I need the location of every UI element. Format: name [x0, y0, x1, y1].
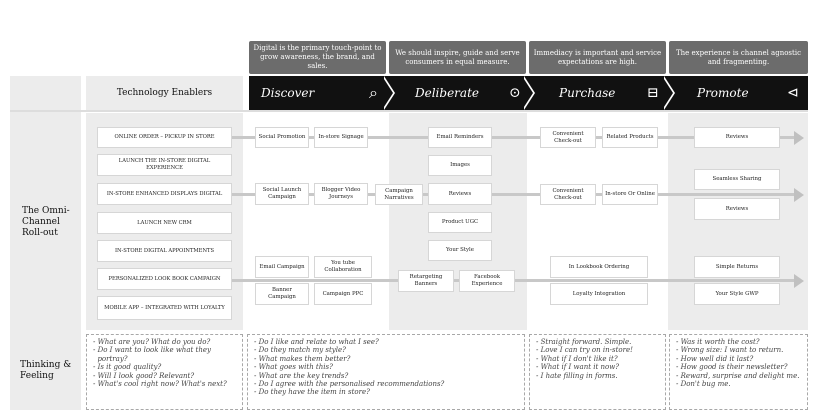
- chevron-separator-purchase-inner: [662, 76, 673, 110]
- touchpoint-box: Simple Returns: [694, 256, 780, 278]
- thinking-feeling-label: Thinking & Feeling: [20, 360, 72, 381]
- stage-purchase[interactable]: Purchase ⊟: [529, 76, 668, 110]
- enabler-item: IN-STORE DIGITAL APPOINTMENTS: [97, 240, 232, 262]
- touchpoint-box: In-store Or Online: [602, 184, 658, 205]
- left-label-column-bg: [10, 76, 81, 410]
- touchpoint-box: Reviews: [694, 198, 780, 220]
- touchpoint-box: Reviews: [428, 183, 492, 205]
- touchpoint-box: Your Style GWP: [694, 283, 780, 305]
- flow-line-row-1: [232, 136, 794, 139]
- thinking-purchase: - Straight forward. Simple. - Love I can…: [529, 334, 666, 410]
- stage-discover[interactable]: Discover ⌕: [249, 76, 388, 110]
- megaphone-icon: ⊲: [787, 85, 799, 101]
- enabler-item: PERSONALIZED LOOK BOOK CAMPAIGN: [97, 268, 232, 290]
- touchpoint-box: Your Style: [428, 240, 492, 261]
- quote-deliberate: We should inspire, guide and serve consu…: [389, 41, 526, 74]
- touchpoint-box: Email Campaign: [255, 256, 309, 278]
- quote-promote: The experience is channel agnostic and f…: [669, 41, 808, 74]
- touchpoint-box: Email Reminders: [428, 127, 492, 148]
- chevron-separator-deliberate-inner: [522, 76, 533, 110]
- stage-discover-label: Discover: [261, 86, 315, 100]
- quote-discover: Digital is the primary touch-point to gr…: [249, 41, 386, 74]
- touchpoint-box: Convenient Check-out: [540, 184, 596, 205]
- touchpoint-box: Reviews: [694, 127, 780, 148]
- chat-bubble-icon: ⊙: [509, 85, 521, 101]
- enabler-item: ONLINE ORDER – PICKUP IN STORE: [97, 127, 232, 148]
- touchpoint-box: Campaign PPC: [314, 283, 372, 305]
- touchpoint-box: Convenient Check-out: [540, 127, 596, 148]
- thinking-discover: - What are you? What do you do? - Do I w…: [86, 334, 243, 410]
- touchpoint-box: You tube Collaboration: [314, 256, 372, 278]
- arrow-row-3: [794, 274, 804, 288]
- enabler-item: LAUNCH THE IN-STORE DIGITAL EXPERIENCE: [97, 154, 232, 176]
- stage-purchase-label: Purchase: [559, 86, 616, 100]
- quote-purchase: Immediacy is important and service expec…: [529, 41, 666, 74]
- touchpoint-box: Seamless Sharing: [694, 169, 780, 190]
- touchpoint-box: Facebook Experience: [459, 270, 515, 292]
- touchpoint-box: In Lookbook Ordering: [550, 256, 648, 278]
- touchpoint-box: Product UGC: [428, 212, 492, 233]
- touchpoint-box: Related Products: [602, 127, 658, 148]
- thinking-deliberate: - Do I like and relate to what I see? - …: [247, 334, 525, 410]
- touchpoint-box: In-store Signage: [314, 127, 368, 148]
- thinking-promote: - Was it worth the cost? - Wrong size: I…: [669, 334, 808, 410]
- enabler-item: IN-STORE ENHANCED DISPLAYS DIGITAL: [97, 183, 232, 205]
- header-row-divider: [10, 110, 808, 112]
- touchpoint-box: Campaign Narratives: [375, 184, 423, 205]
- touchpoint-box: Blogger Video Journeys: [314, 183, 368, 205]
- flow-line-row-2: [232, 193, 794, 196]
- touchpoint-box: Images: [428, 155, 492, 176]
- enabler-item: MOBILE APP – INTEGRATED WITH LOYALTY: [97, 296, 232, 320]
- touchpoint-box: Social Launch Campaign: [255, 183, 309, 205]
- stage-promote-label: Promote: [697, 86, 749, 100]
- touchpoint-box: Social Promotion: [255, 127, 309, 148]
- search-icon: ⌕: [369, 83, 378, 102]
- arrow-row-1: [794, 131, 804, 145]
- technology-enablers-header: Technology Enablers: [86, 76, 243, 110]
- arrow-row-2: [794, 188, 804, 202]
- touchpoint-box: Loyalty Integration: [550, 283, 648, 305]
- stage-deliberate[interactable]: Deliberate ⊙: [389, 76, 528, 110]
- chevron-separator-discover-inner: [382, 76, 393, 110]
- touchpoint-box: Banner Campaign: [255, 283, 309, 305]
- enabler-item: LAUNCH NEW CRM: [97, 212, 232, 234]
- stage-promote[interactable]: Promote ⊲: [669, 76, 808, 110]
- stage-deliberate-label: Deliberate: [415, 86, 479, 100]
- touchpoint-box: Retargeting Banners: [398, 270, 454, 292]
- rollout-label: The Omni-Channel Roll-out: [22, 206, 70, 238]
- basket-icon: ⊟: [647, 85, 659, 101]
